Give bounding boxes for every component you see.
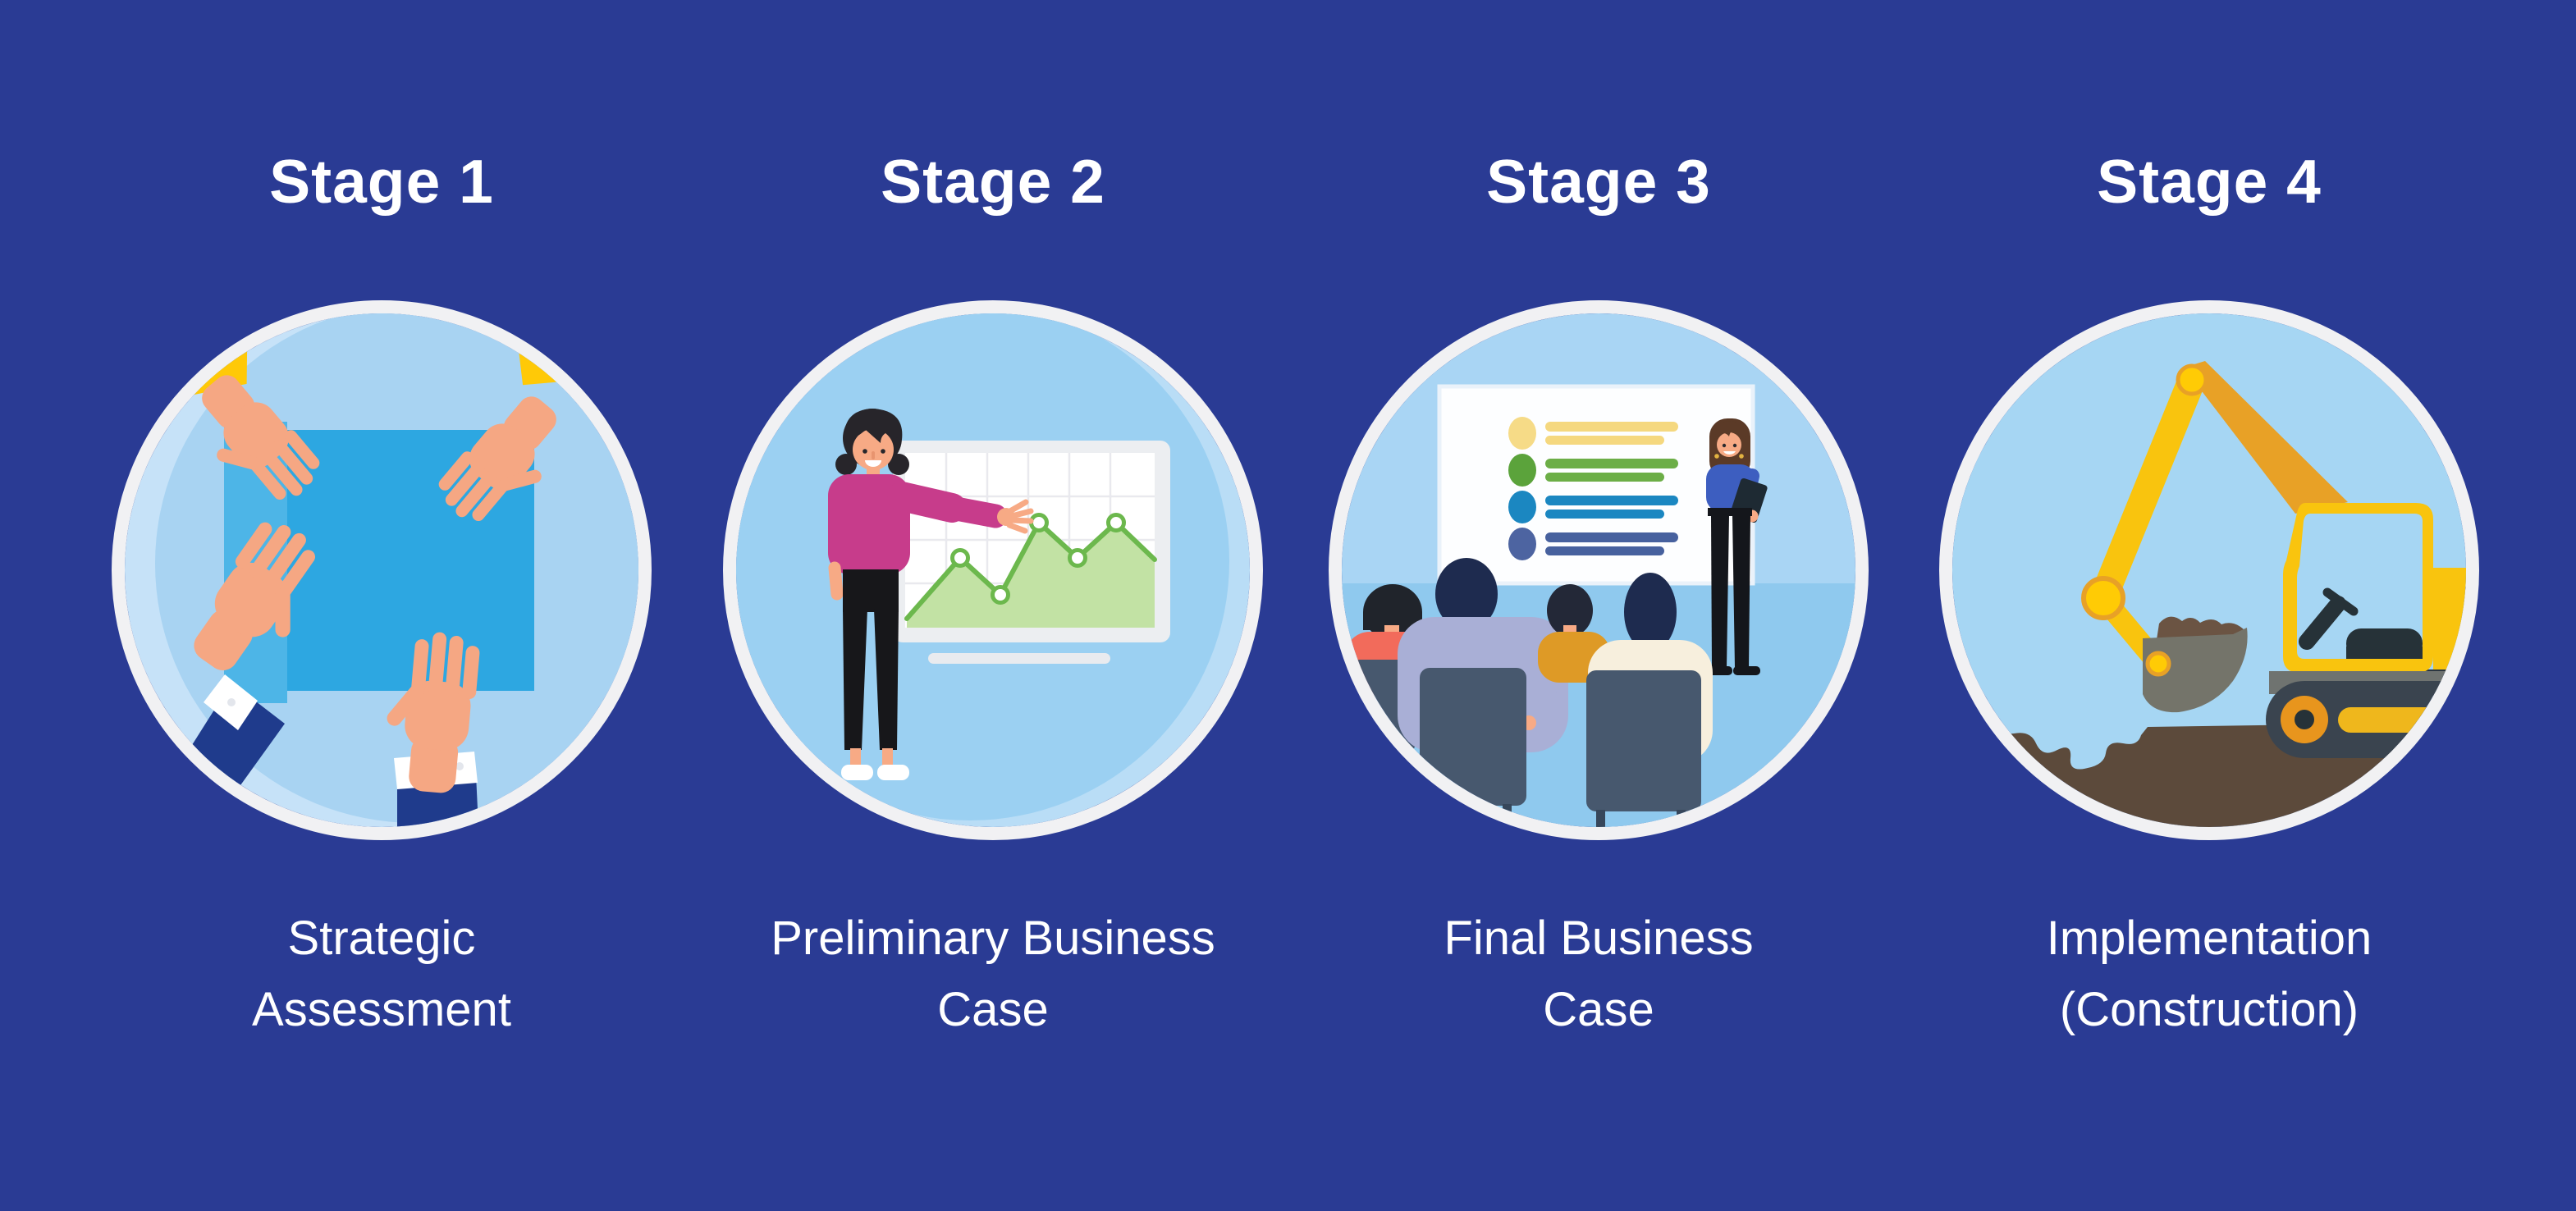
boom-segment (2090, 374, 2205, 604)
face (1717, 432, 1741, 457)
stage-4-label: Implementation (Construction) (2046, 912, 2372, 1036)
stage-3-title: Stage 3 (1486, 147, 1711, 216)
circle-ring (1329, 300, 1869, 840)
smile (1723, 451, 1736, 455)
stage-1-label: Strategic Assessment (252, 912, 511, 1036)
circle-ring (1939, 300, 2479, 840)
chart-area (907, 523, 1155, 628)
stage-2-label: Preliminary Business Case (771, 912, 1215, 1036)
bullet-row-blue (1508, 491, 1678, 523)
earring (1739, 454, 1744, 459)
left-hand (828, 561, 844, 601)
audience (1345, 558, 1713, 827)
presentation-screen (1437, 384, 1755, 586)
presenter-line-chart-icon (723, 300, 1263, 840)
board-stand (928, 653, 1110, 664)
presenter-with-tablet (1705, 418, 1768, 675)
chair-back (1586, 670, 1701, 811)
track-wheel-hub (2295, 710, 2314, 729)
circle-ring (723, 300, 1263, 840)
boom-arm (2184, 361, 2348, 514)
stage-3-circle (1325, 297, 1872, 843)
hair (1435, 558, 1498, 630)
smile (865, 460, 881, 467)
earring (1714, 454, 1719, 459)
hands-on-plan-icon (112, 300, 652, 840)
face (853, 429, 894, 470)
chair-leg (1596, 810, 1605, 827)
shoe (841, 765, 873, 780)
open-hand (997, 499, 1034, 534)
pants (1711, 515, 1750, 668)
stage-3-label: Final Business Case (1444, 912, 1754, 1036)
chart-board (893, 441, 1170, 664)
elbow-joint (2081, 576, 2125, 620)
ankle (850, 748, 861, 769)
presenter-woman (828, 409, 1034, 780)
arm-joint (2176, 363, 2208, 396)
chair-back (1420, 668, 1526, 806)
pants (843, 569, 899, 750)
nose (872, 451, 875, 459)
hair (1624, 573, 1677, 651)
chair-leg (1430, 804, 1439, 827)
bullet-row-green (1508, 454, 1678, 487)
excavator (2081, 361, 2466, 758)
bullet-row-navy (1508, 528, 1678, 560)
shoe (877, 765, 909, 780)
hair (1547, 584, 1593, 637)
bucket (2143, 628, 2248, 713)
bullet-row-yellow (1508, 417, 1678, 450)
track-slide (2338, 707, 2466, 733)
excavator-icon (1939, 300, 2479, 840)
bangs (1714, 421, 1746, 443)
stage-2-circle (720, 297, 1266, 843)
stage-4-circle (1936, 297, 2482, 843)
bucket-joint (2145, 651, 2171, 677)
forearm (940, 496, 1008, 528)
cuff-button (455, 762, 464, 770)
cuff-button (227, 698, 236, 706)
stage-1-circle (108, 297, 655, 843)
stage-2-title: Stage 2 (881, 147, 1105, 216)
bangs (844, 409, 903, 443)
stage-4-title: Stage 4 (2097, 147, 2322, 216)
shoe (1733, 666, 1760, 675)
joystick-lever (2299, 596, 2346, 650)
stage-1-title: Stage 1 (269, 147, 494, 216)
ankle (882, 748, 893, 769)
circle-ring (112, 300, 652, 840)
meeting-presentation-icon (1329, 300, 1869, 840)
belt (1708, 508, 1752, 516)
audience-person-cream (1586, 573, 1713, 827)
joystick-handle (2322, 587, 2359, 616)
